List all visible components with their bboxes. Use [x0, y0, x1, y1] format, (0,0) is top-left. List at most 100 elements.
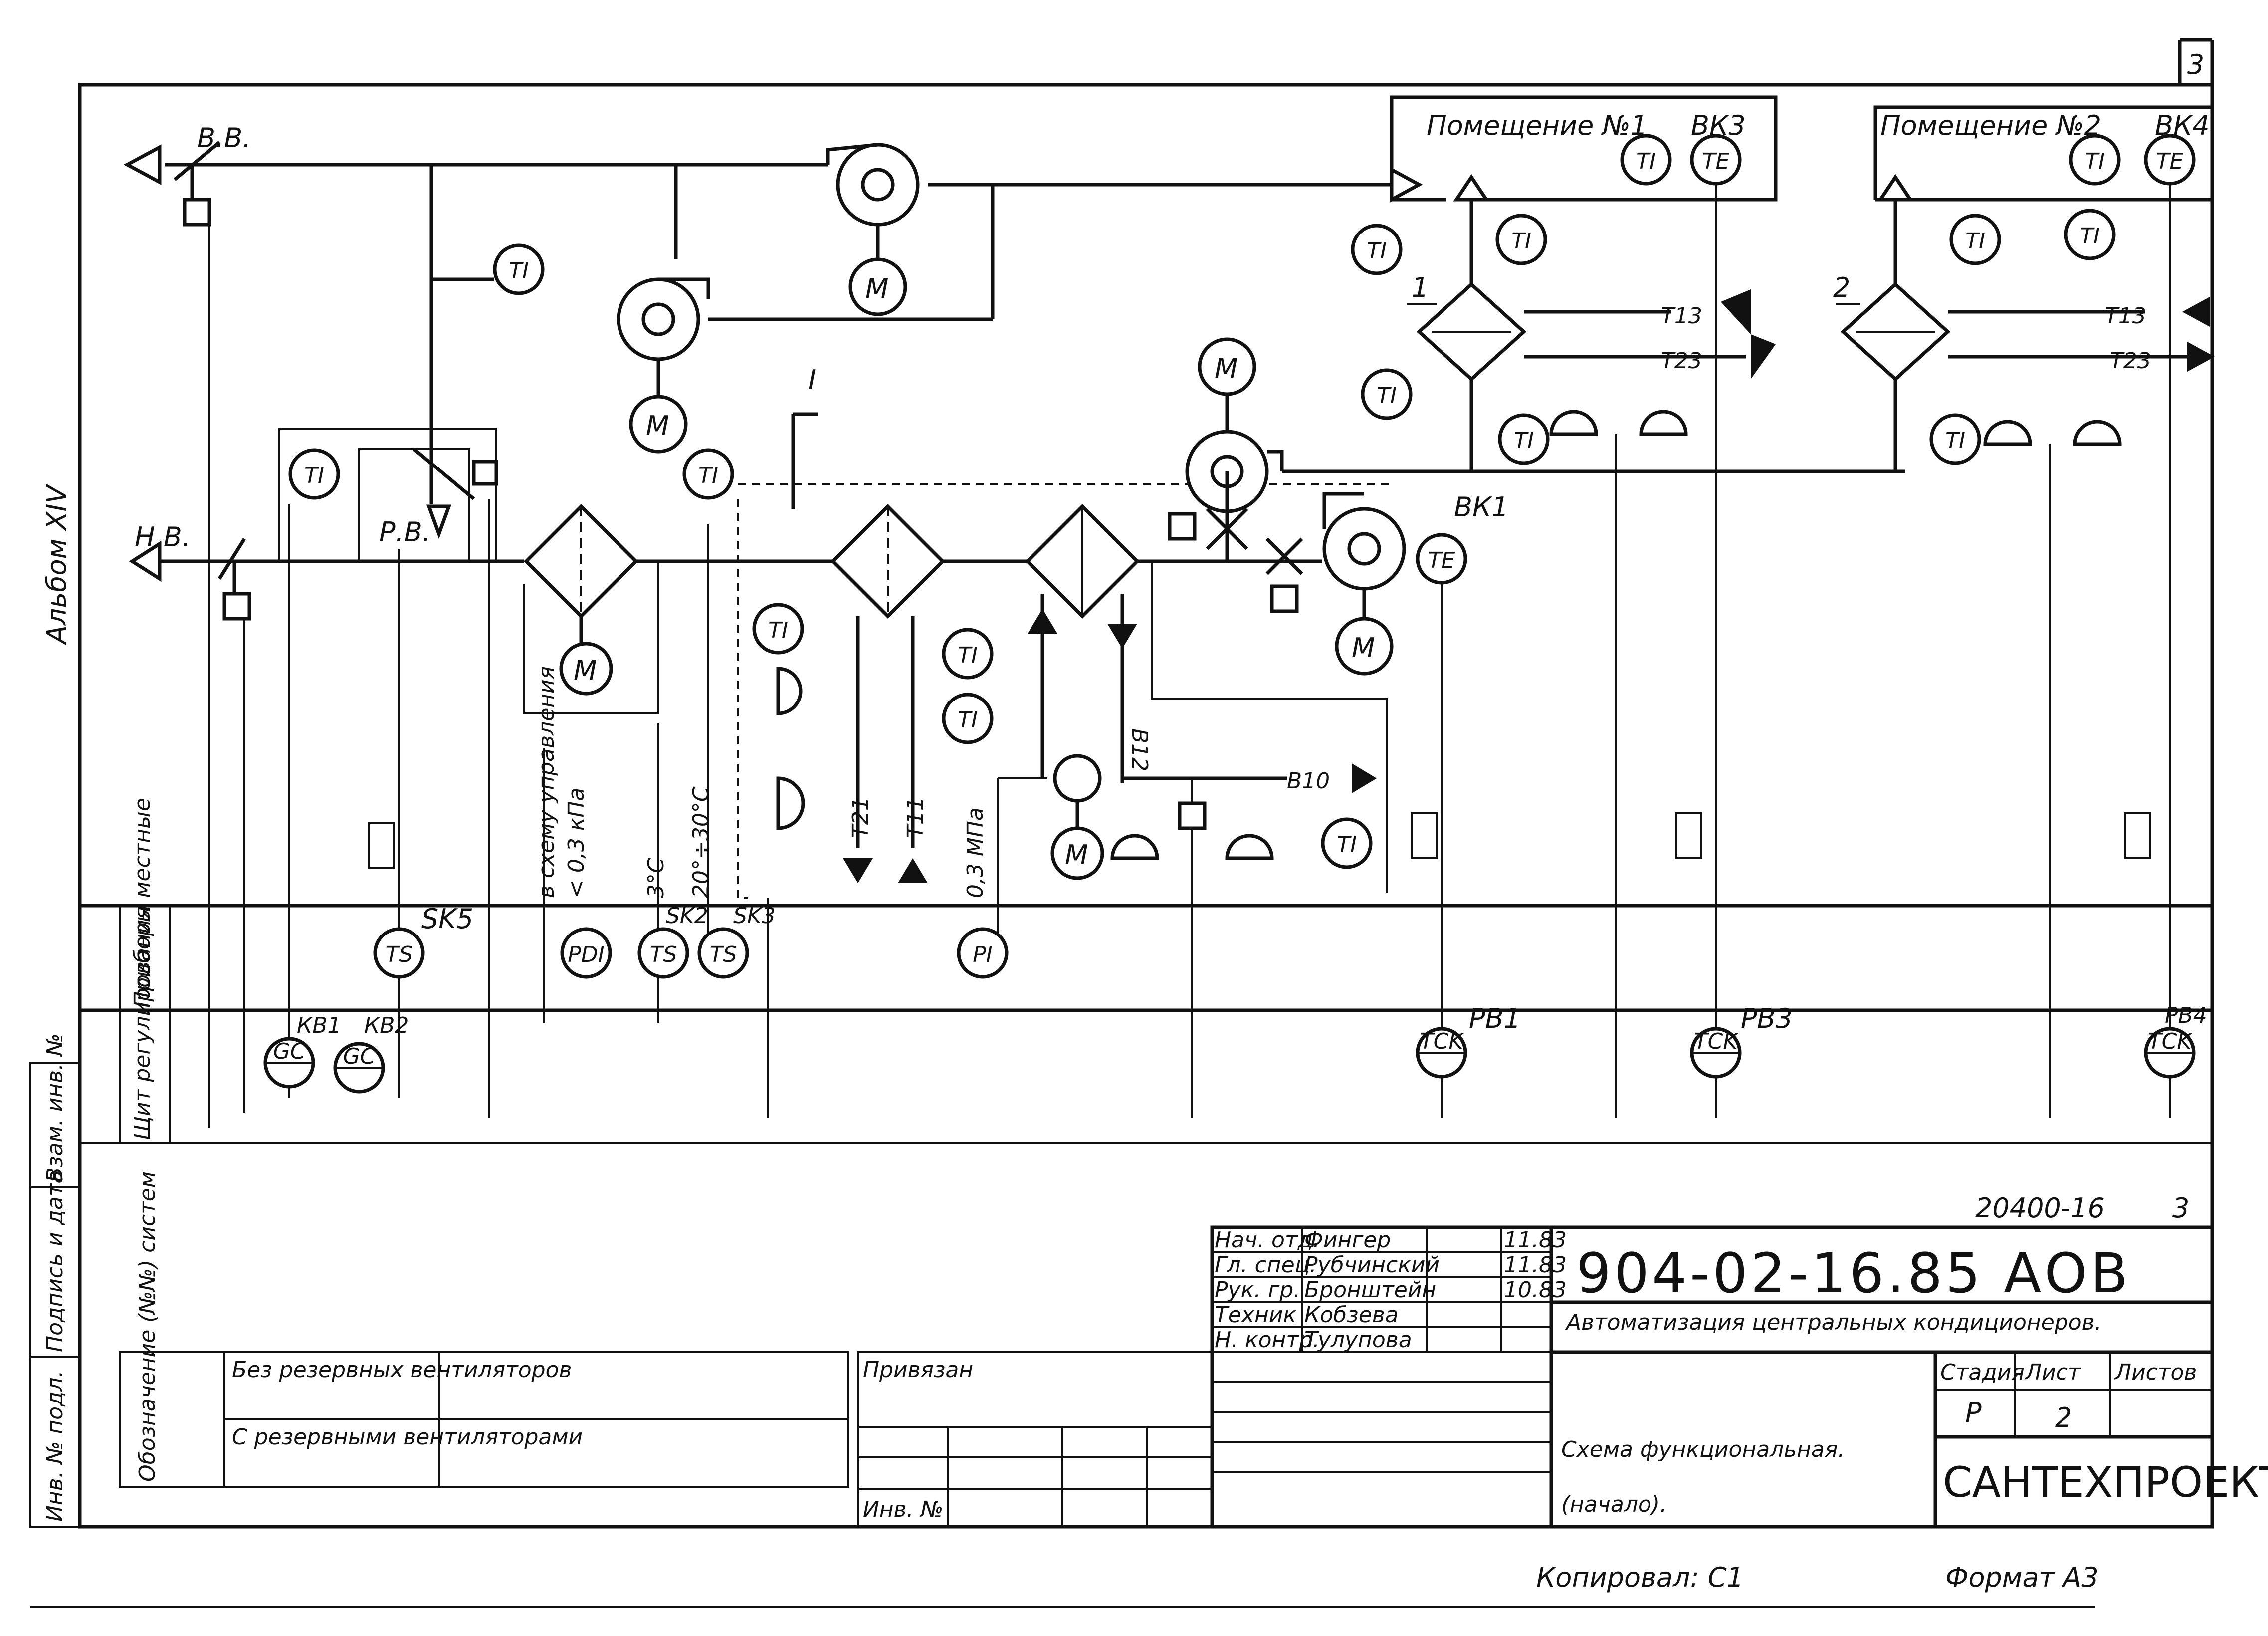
side-stamp-strip — [29, 1062, 81, 1528]
title-block-grid — [1210, 1225, 2214, 1529]
svg-text:TI: TI — [1636, 149, 1656, 174]
doc-subtitle-1: Схема функциональная. — [1561, 1437, 1845, 1462]
svg-text:TI: TI — [304, 463, 324, 488]
svg-text:TI: TI — [2080, 224, 2100, 249]
svg-text:GC: GC — [273, 1039, 306, 1064]
svg-text:GC: GC — [343, 1044, 376, 1069]
svg-text:TS: TS — [710, 942, 737, 967]
binding-inv: Инв. № — [863, 1497, 943, 1522]
doc-number-small: 20400-16 — [1975, 1192, 2105, 1224]
pipe-t13-1: Т13 — [1661, 303, 1702, 329]
signal-lines — [288, 185, 2171, 1118]
svg-text:M: M — [865, 273, 889, 304]
systems-row2: С резервными вентиляторами — [232, 1424, 583, 1450]
pipe-t11-arrow — [898, 858, 928, 883]
supply-duct — [129, 174, 1914, 1113]
sheet-value: 2 — [2055, 1402, 2072, 1433]
doc-subtitle-2: (начало). — [1561, 1492, 1667, 1517]
tag-pb1: РВ1 — [1469, 1003, 1521, 1034]
actuators — [776, 410, 2122, 860]
svg-text:TI: TI — [1965, 229, 1985, 254]
te-bubbles: TE TE TE — [1416, 134, 2196, 585]
pipe-b10-arrow — [1352, 763, 1377, 793]
svg-text:TI: TI — [958, 707, 978, 733]
svg-text:TI: TI — [1514, 428, 1534, 454]
note-temp1: 3°С — [643, 858, 669, 898]
room-1-label: Помещение №1 — [1427, 110, 1648, 141]
exhaust-duct — [123, 141, 1423, 1128]
binding-label: Привязан — [863, 1357, 973, 1383]
svg-text:TS: TS — [650, 942, 677, 967]
svg-text:PDI: PDI — [568, 942, 604, 967]
svg-text:Кобзева: Кобзева — [1304, 1302, 1399, 1328]
tag-pb3: РВ3 — [1741, 1003, 1793, 1034]
recirc-damper — [278, 428, 498, 561]
svg-text:TI: TI — [1511, 229, 1531, 254]
tag-sk2: SK2 — [666, 903, 708, 929]
outdoor-air-label: Н.В. — [135, 521, 191, 553]
tag-kb2: КВ2 — [364, 1013, 409, 1038]
tag-bk1: ВК1 — [1454, 491, 1509, 523]
svg-text:TCK: TCK — [1694, 1029, 1739, 1054]
note-temp2: 20°÷30°С — [688, 786, 714, 898]
svg-text:PI: PI — [973, 942, 993, 967]
svg-text:11.83: 11.83 — [1504, 1252, 1567, 1278]
organization: САНТЕХПРОЕКТ — [1943, 1458, 2268, 1507]
side-col-inv: Инв. № подл. — [42, 1370, 68, 1522]
svg-text:10.83: 10.83 — [1504, 1277, 1567, 1303]
corner-sheet-number: 3 — [2187, 49, 2204, 80]
tag-sk3: SK3 — [733, 903, 776, 929]
svg-text:TE: TE — [1428, 548, 1455, 573]
svg-text:M: M — [1215, 353, 1238, 384]
heater-2-number: 2 — [1833, 272, 1850, 303]
doc-sheet-small: 3 — [2172, 1192, 2189, 1224]
pipe-t11: Т11 — [903, 797, 928, 838]
tag-sk5: SK5 — [421, 903, 473, 935]
svg-text:TI: TI — [1377, 383, 1397, 409]
row-label-panel: Щит регулирования — [130, 906, 155, 1140]
svg-text:TI: TI — [1945, 428, 1965, 454]
svg-text:M: M — [1065, 839, 1088, 871]
panel-rows — [80, 812, 2212, 1144]
note-scheme: в схему управления — [534, 666, 559, 898]
sheet-header: Лист — [2024, 1360, 2081, 1385]
local-instruments: TS PDI TS TS PI — [373, 927, 1009, 979]
svg-text:TS: TS — [386, 942, 413, 967]
row-label-local: Приборы местные — [130, 798, 155, 1008]
svg-text:Нач. отд.: Нач. отд. — [1215, 1227, 1320, 1253]
svg-text:TCK: TCK — [2148, 1029, 2193, 1054]
svg-text:TI: TI — [509, 258, 529, 284]
supply-fan-1: M — [1185, 337, 1284, 561]
note-pressure2: 0,3 МПа — [963, 807, 988, 898]
svg-text:M: M — [1352, 632, 1375, 664]
circulation-pump: M — [997, 754, 1207, 1118]
pipe-t13-2: Т13 — [2105, 303, 2146, 329]
cooler-in-arrow — [1028, 609, 1057, 634]
svg-text:11.83: 11.83 — [1504, 1227, 1567, 1253]
pipe-t23-2: Т23 — [2110, 348, 2151, 374]
systems-table — [119, 1351, 849, 1488]
systems-row1: Без резервных вентиляторов — [232, 1357, 572, 1383]
tag-pb4: РВ4 — [2165, 1003, 2207, 1028]
room-1 — [1390, 95, 1778, 202]
svg-text:Фингер: Фингер — [1304, 1227, 1391, 1253]
stage-value: Р — [1965, 1397, 1982, 1428]
zone-heater-1 — [1407, 282, 1776, 382]
svg-text:M: M — [574, 655, 597, 686]
svg-text:Бронштейн: Бронштейн — [1304, 1277, 1436, 1303]
exhaust-fan-1: M — [826, 143, 920, 316]
supply-fan-2: M — [1322, 492, 1406, 676]
pipe-b10: В10 — [1287, 768, 1330, 794]
svg-text:TI: TI — [1337, 832, 1357, 858]
room-2 — [1873, 105, 2212, 202]
side-col-podpis: Подпись и дата — [42, 1170, 68, 1352]
svg-text:M: M — [646, 410, 669, 442]
binding-table — [857, 1351, 1213, 1528]
pipe-b12: В12 — [1127, 728, 1152, 771]
svg-text:TI: TI — [1367, 238, 1387, 264]
sheet-format: Формат А3 — [1945, 1562, 2099, 1593]
tag-kb1: КВ1 — [297, 1013, 341, 1038]
doc-code: 904-02-16.85 АОВ — [1576, 1241, 2131, 1305]
pipe-t21-arrow — [843, 858, 873, 883]
heater-1-number: 1 — [1412, 272, 1429, 303]
